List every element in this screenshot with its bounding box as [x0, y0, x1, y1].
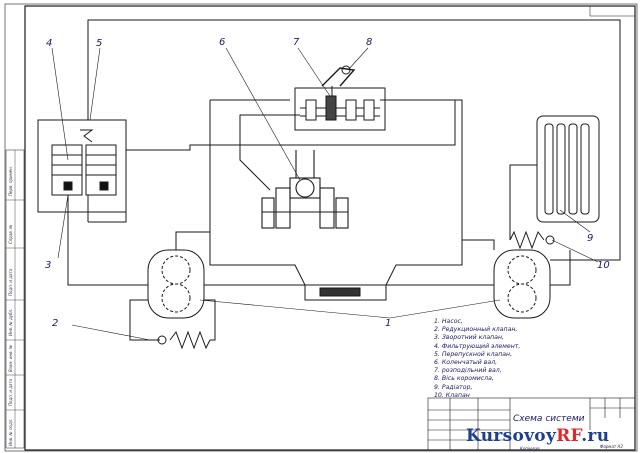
side-stamp-label: Инв. № дубл.: [8, 308, 13, 336]
valve-10-ball: [545, 235, 555, 245]
side-stamp-label: Перв. примен.: [8, 165, 13, 196]
oil-pump-right: [493, 249, 551, 319]
legend-item: 10. Клапан: [434, 391, 470, 399]
crankcase-outline: [209, 99, 463, 301]
callout-5: 5: [96, 38, 103, 49]
legend-item: 2. Редукционный клапан,: [434, 326, 518, 334]
copied-label: Копіював: [520, 446, 540, 451]
watermark-main: KursovoyRF: [466, 426, 582, 446]
inner-frame: [24, 5, 636, 451]
oil-pump-left: [147, 249, 205, 319]
callout-7: 7: [293, 37, 300, 48]
callout-2: 2: [52, 318, 59, 329]
callout-6: 6: [219, 37, 226, 48]
side-stamp-label: Инв. № подл.: [8, 418, 13, 446]
oil-intake: [319, 287, 361, 297]
reducing-valve-spring: [169, 330, 211, 350]
oil-filter-housing: [37, 119, 127, 213]
legend-item: 3. Зворотний клапан,: [434, 334, 504, 342]
reducing-valve-ball: [157, 335, 167, 345]
watermark-suffix: .ru: [581, 426, 610, 446]
radiator: [536, 115, 600, 223]
valve-10-spring: [509, 230, 545, 250]
side-stamp-label: Подп. и дата: [8, 268, 13, 296]
format-label: Формат А3: [600, 444, 623, 449]
title-block: [427, 397, 636, 451]
legend-item: 5. Перепускной клапан,: [434, 350, 513, 358]
legend-item: 7. розподільний вал,: [434, 367, 502, 375]
callout-8: 8: [366, 37, 373, 48]
legend-item: 4. Фильтрующий элемент,: [434, 342, 521, 350]
side-stamp-label: Справ. №: [8, 224, 13, 244]
watermark-rf: RF: [556, 426, 582, 446]
legend-item: 1. Насос,: [434, 318, 463, 325]
outer-frame: [4, 3, 638, 452]
callout-3: 3: [45, 260, 52, 271]
legend-item: 6. Коленчатый вал,: [434, 359, 498, 367]
callout-10: 10: [597, 260, 610, 271]
parts-legend: 1. Насос, 2. Редукционный клапан, 3. Зво…: [434, 318, 520, 400]
callout-9: 9: [587, 233, 594, 244]
crankshaft: [261, 150, 349, 229]
rocker-arm: [321, 67, 356, 87]
watermark-logo: KursovoyRF.ru: [466, 426, 609, 446]
legend-item: 8. Вісь коромисла,: [434, 375, 494, 383]
callout-1: 1: [385, 318, 392, 329]
camshaft-housing: [294, 87, 386, 131]
legend-item: 9. Радіатор,: [434, 383, 473, 391]
side-stamp-label: Взам. инв. №: [8, 344, 13, 372]
side-stamp-label: Подп. и дата: [8, 378, 13, 406]
drawing-title: Схема системи: [513, 414, 585, 424]
corner-box: [589, 5, 636, 17]
oil-lines: [67, 19, 621, 341]
callout-4: 4: [46, 38, 53, 49]
